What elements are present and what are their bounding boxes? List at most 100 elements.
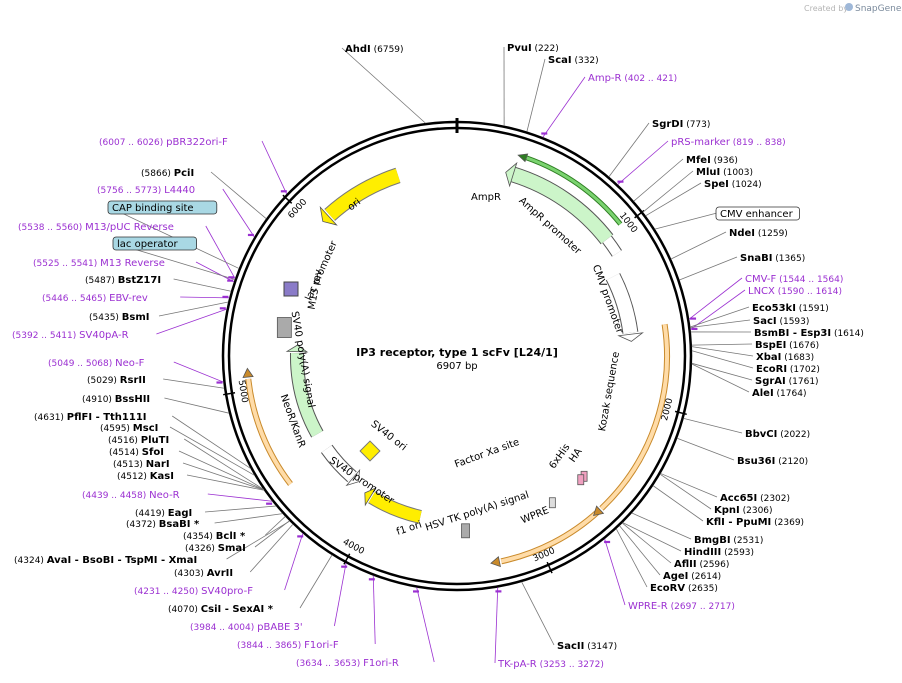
leader-sgrdi: [608, 122, 650, 177]
label-pcii: (5866) PciI: [141, 168, 194, 179]
label-prs-marker: pRS-marker (819 .. 838): [671, 137, 786, 148]
label-sacii: SacII (3147): [557, 641, 617, 652]
leader-bcli: [265, 516, 286, 536]
cmv-promoter-arrowhead: [617, 332, 644, 342]
label-box-cmv-enh: [715, 206, 800, 221]
label-kpni: KpnI (2306): [714, 505, 773, 516]
label-sv40pa-r: (5392 .. 5411) SV40pA-R: [12, 330, 129, 341]
sv40-promoter-arrow-fill: [321, 445, 357, 482]
f1-ori-arrowhead: [364, 487, 377, 507]
label-lncx: LNCX (1590 .. 1614): [748, 286, 842, 297]
leader-ebv-rev: [180, 296, 230, 299]
leader-pbr322ori: [261, 140, 288, 195]
ori-arrow-fill: [325, 168, 401, 221]
leader-pflfi: [171, 415, 251, 469]
label-box-cap-site: [107, 200, 218, 215]
ampr-arrow-fill: [511, 167, 613, 244]
leader-m13-rev: [195, 261, 235, 283]
leader-xbai: [691, 346, 754, 357]
orange-arrowhead-c: [242, 367, 254, 378]
label-avai: (4324) AvaI - BsoBI - TspMI - XmaI: [14, 555, 197, 566]
label-nari: (4513) NarI: [113, 459, 170, 470]
leader-bstz17i: [173, 278, 232, 292]
orange-region-c-fill: [246, 378, 293, 486]
label-bsabi: (4372) BsaBI *: [126, 519, 200, 530]
backbone: [221, 118, 693, 592]
label-ahdi: AhdI (6759): [345, 44, 404, 55]
label-layer: AhdI (6759)PvuI (222)ScaI (332)Amp-R (40…: [12, 43, 864, 670]
feature-label-factor-xa: Factor Xa site: [453, 437, 521, 471]
leader-agei: [619, 525, 661, 576]
leader-sfoi: [178, 450, 265, 491]
leader-tk-pa-r: [494, 587, 499, 664]
leader-pluti: [183, 438, 264, 490]
cmv-promoter-arrow-fill: [606, 273, 638, 334]
leader-ecorv: [615, 528, 648, 588]
leader-f1ori-f: [372, 575, 376, 645]
label-hindiii: HindIII (2593): [684, 547, 754, 558]
leader-f1ori-r: [416, 587, 435, 663]
label-aflii: AflII (2596): [674, 559, 729, 570]
label-smai: (4326) SmaI: [185, 543, 246, 554]
sv40-ori-box: [359, 440, 381, 462]
leader-scai: [526, 58, 546, 132]
leader-kfli: [652, 485, 704, 522]
label-sfoi: (4514) SfoI: [109, 447, 164, 458]
label-cmv-f: CMV-F (1544 .. 1564): [745, 274, 843, 285]
label-spei: SpeI (1024): [704, 179, 762, 190]
leader-kasi: [186, 474, 265, 491]
label-wpre-r: WPRE-R (2697 .. 2717): [628, 601, 735, 612]
label-pflfi: (4631) PflFI - Tth111I: [34, 412, 147, 423]
feature-label-kozak: Kozak sequence: [597, 351, 622, 432]
label-l4440: (5756 .. 5773) L4440: [97, 185, 195, 196]
label-msci: (4595) MscI: [100, 423, 158, 434]
orange-region-a-fill: [600, 323, 669, 510]
leader-mlui: [642, 170, 694, 213]
label-bmgbi: BmgBI (2531): [694, 535, 763, 546]
tick-mark: [223, 391, 236, 396]
label-bsu36i: Bsu36I (2120): [737, 456, 808, 467]
lac-promoter-box: [283, 281, 299, 297]
label-bsshii: (4910) BssHII: [82, 394, 150, 405]
leader-bsmi: [158, 301, 229, 317]
tick-label: 5000: [236, 379, 250, 403]
label-bcli: (4354) BclI *: [183, 531, 246, 542]
leader-eco53ki: [690, 306, 750, 328]
leader-ampr-primer: [542, 76, 586, 138]
label-saci: SacI (1593): [753, 316, 809, 327]
hsv-tk-box: [461, 523, 470, 539]
leader-wpre-r: [604, 538, 626, 606]
label-csii: (4070) CsiI - SexAI *: [168, 604, 274, 615]
label-bsmbi: BsmBI - Esp3I (1614): [754, 328, 864, 339]
label-m13puc-rev: (5538 .. 5560) M13/pUC Reverse: [18, 222, 174, 233]
tick-mark: [546, 561, 553, 574]
neor-arrowhead: [285, 344, 309, 353]
label-pluti: (4516) PluTI: [108, 435, 169, 446]
leader-cmv-enh: [654, 212, 718, 230]
label-cap-site: CAP binding site: [112, 203, 194, 214]
label-rsrii: (5029) RsrII: [87, 375, 146, 386]
leader-bsu36i: [676, 437, 735, 461]
neor-arrow-fill: [290, 352, 323, 438]
label-bstz17i: (5487) BstZ17I: [85, 275, 161, 286]
label-cmv-enh: CMV enhancer: [720, 209, 794, 220]
label-sgrai: SgrAI (1761): [755, 376, 819, 387]
label-eagi: (4419) EagI: [135, 508, 192, 519]
leader-saci: [690, 319, 751, 328]
leader-snabi: [679, 256, 738, 281]
leader-neo-f: [173, 361, 224, 383]
leader-sacii: [521, 581, 555, 646]
leader-alei: [691, 363, 750, 393]
leader-sv40pa-r: [156, 308, 227, 335]
label-ndei: NdeI (1259): [729, 228, 788, 239]
leader-l4440: [222, 188, 255, 238]
leader-layer: [108, 46, 754, 664]
leader-aflii: [622, 522, 672, 564]
label-sgrdi: SgrDI (773): [652, 119, 710, 130]
label-sv40pro-f: (4231 .. 4250) SV40pro-F: [134, 586, 253, 597]
label-tk-pa-r: TK-pA-R (3253 .. 3272): [497, 659, 604, 670]
leader-neo-r: [207, 493, 273, 502]
label-ebv-rev: (5446 .. 5465) EBV-rev: [42, 293, 148, 304]
sv40-polya-box: [276, 317, 292, 338]
watermark-brand: SnapGene: [855, 4, 902, 14]
